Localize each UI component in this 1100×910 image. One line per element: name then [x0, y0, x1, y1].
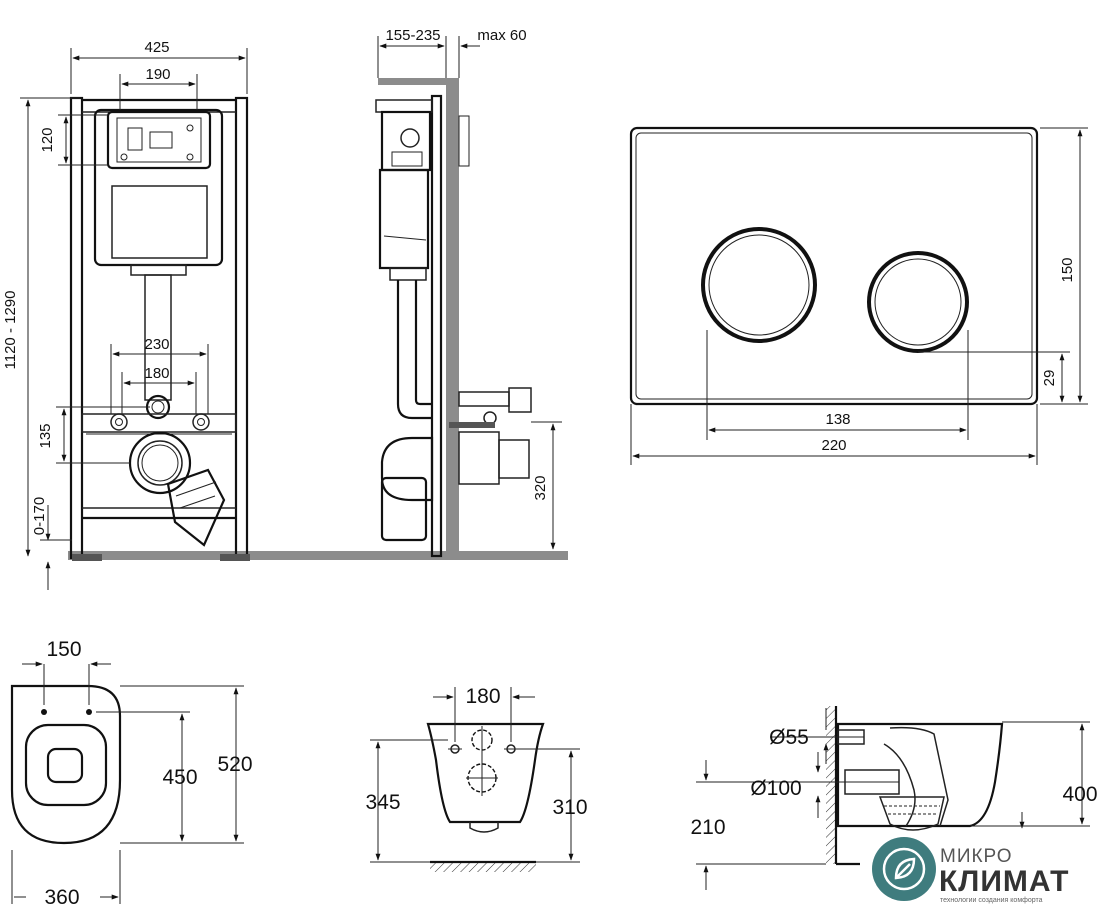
bowl-side-view: [826, 706, 1025, 866]
logo-main-text: КЛИМАТ: [939, 865, 1069, 898]
bowl-top-dimension-lines: [11, 661, 244, 904]
dim-plate-width: 220: [821, 437, 846, 454]
frame-dimension-lines: [20, 48, 248, 590]
dim-bowl-holes-depth: 450: [162, 766, 197, 789]
flush-plate: [629, 126, 1039, 406]
dim-bowl-height: 400: [1062, 783, 1097, 806]
logo-tagline: технологии создания комфорта: [940, 897, 1043, 904]
dim-small-offset: 29: [1041, 370, 1058, 387]
dim-plate-height: 150: [1059, 257, 1076, 282]
dim-stud-outer: 230: [144, 336, 169, 353]
frame-front-view: [69, 96, 250, 561]
frame-side-view: [375, 94, 532, 558]
dim-outlet-diameter: Ø100: [750, 777, 801, 800]
leaf-icon: [894, 857, 916, 880]
dim-front-holes: 180: [465, 685, 500, 708]
dim-drain-offset: 135: [37, 423, 54, 448]
dim-leg-range: 0-170: [31, 497, 48, 535]
dim-height-range: 1120 - 1290: [2, 291, 19, 370]
bowl-top-view: [10, 684, 122, 845]
dim-depth-range: 155-235: [385, 27, 440, 44]
dim-bowl-length: 520: [217, 753, 252, 776]
dim-front-height-left: 345: [365, 791, 400, 814]
bowl-front-view: [426, 722, 545, 872]
dim-panel-width: 190: [145, 66, 170, 83]
dim-frame-width: 425: [144, 39, 169, 56]
dim-max-wall: max 60: [477, 27, 526, 44]
dim-drain-height: 320: [532, 475, 549, 500]
dim-front-height-right: 310: [552, 796, 587, 819]
floor-and-wall: [68, 78, 568, 560]
brand-logo: МИКРО КЛИМАТ технологии создания комфорт…: [872, 837, 1069, 904]
dim-outlet-height: 210: [690, 816, 725, 839]
bowl-side-dimension-lines: [696, 708, 1090, 890]
logo-top-text: МИКРО: [940, 846, 1013, 867]
bowl-front-dimension-lines: [370, 687, 580, 863]
side-dimension-lines: [377, 36, 562, 550]
dim-bowl-holes: 150: [46, 638, 81, 661]
dim-inlet-diameter: Ø55: [769, 726, 809, 749]
button-dimension-lines: [630, 127, 1088, 465]
dim-bowl-width: 360: [44, 886, 79, 909]
dim-button-centers: 138: [825, 411, 850, 428]
dim-panel-height: 120: [39, 127, 56, 152]
dim-stud-inner: 180: [144, 365, 169, 382]
